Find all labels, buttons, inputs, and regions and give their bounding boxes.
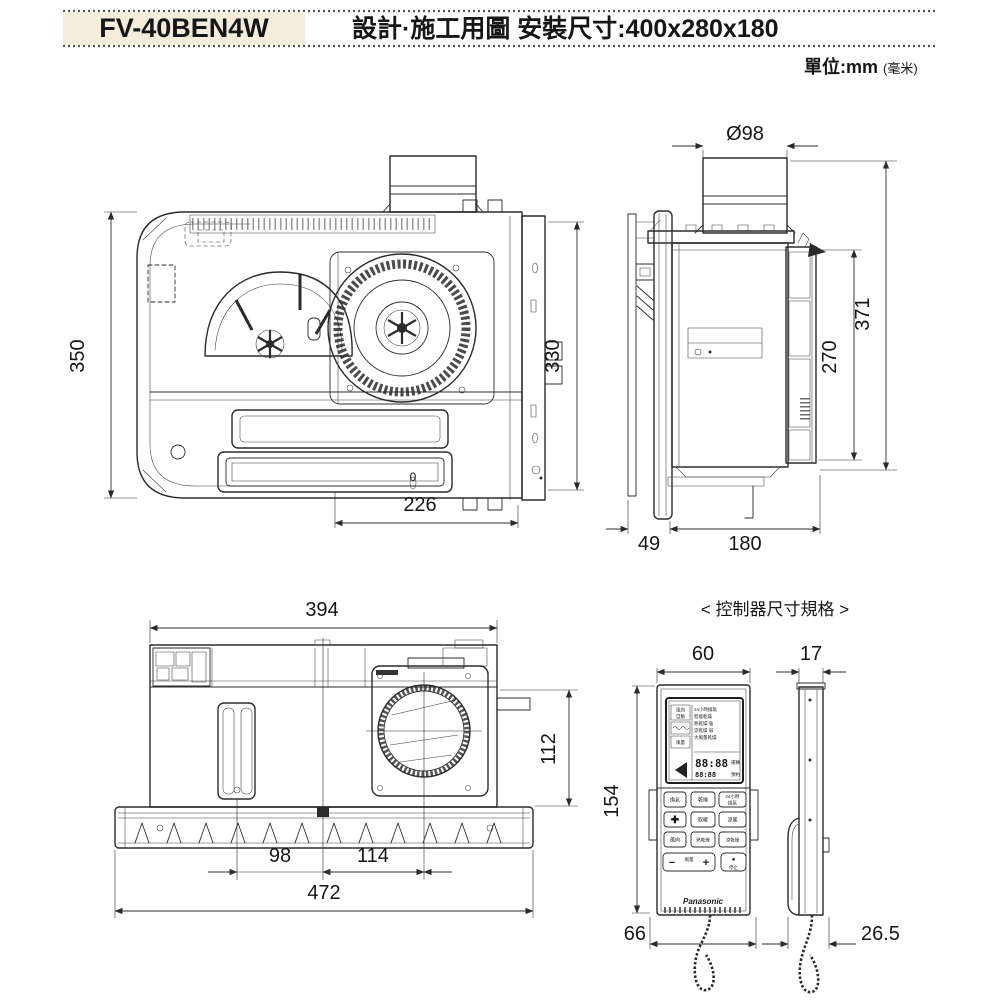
dim-label-66: 66: [624, 923, 646, 945]
louver-door: [785, 246, 817, 464]
dim-label-330: 330: [542, 339, 564, 372]
page-title: 設計·施工用圖 安裝尺寸:400x280x180: [352, 14, 779, 43]
lcd-row-4: 涼乾燥 弱: [694, 727, 714, 734]
button-24h-line2: 換氣: [728, 800, 737, 807]
dim-label-371: 371: [852, 297, 874, 330]
unit-body-side: [671, 242, 789, 468]
button-cool: 涼風: [727, 817, 737, 824]
controller-buttons: 換氣 乾燥 24小時 換氣 ✚ 取暖 涼風 風向 熱乾燥 涼乾燥 − 風量 + …: [662, 791, 747, 872]
dim-label-154: 154: [601, 784, 623, 817]
button-heat: 取暖: [698, 817, 708, 824]
button-hot-dry: 熱乾燥: [696, 837, 710, 844]
unit-body-front: [149, 644, 498, 808]
lcd-display: [665, 697, 744, 784]
dim-label-472: 472: [307, 882, 340, 904]
dim-label-114: 114: [357, 845, 389, 867]
button-stop: 停止: [729, 864, 738, 871]
left-fan-scroll: [204, 271, 353, 357]
lcd-speaker-icon: [675, 762, 687, 778]
wall-plate: [627, 213, 637, 497]
button-cool-dry: 涼乾燥: [726, 837, 740, 844]
brand-logo: Panasonic: [683, 897, 724, 906]
button-24h-line1: 24小時: [725, 793, 740, 800]
controller-front-body: [656, 684, 751, 916]
model-number: FV-40BEN4W: [99, 13, 269, 43]
lcd-mode-label: 風向: [676, 707, 685, 714]
unit-note: (毫米): [883, 61, 918, 76]
lcd-clock: 88:88: [695, 757, 728, 770]
pull-chain: [693, 914, 715, 992]
pull-chain-side: [798, 914, 820, 994]
right-fan-housing: [329, 251, 495, 405]
unit-label: 單位:mm: [804, 56, 878, 77]
dim-label-49: 49: [638, 533, 660, 555]
lcd-tag-run: 運轉: [731, 759, 740, 766]
front-view-drawing: 394 112 98 114 472: [114, 599, 578, 918]
header: FV-40BEN4W 設計·施工用圖 安裝尺寸:400x280x180 單位:m…: [63, 9, 938, 77]
dim-label-226: 226: [403, 494, 436, 516]
unit-body-outline: [136, 211, 523, 499]
controller-section-title: < 控制器尺寸規格 >: [701, 600, 849, 619]
button-dry: 乾燥: [698, 797, 708, 804]
duct-side: [702, 157, 788, 234]
button-mode-pad: ✚: [671, 815, 680, 826]
controller-drawing: < 控制器尺寸規格 > 60 17 154 風向 自動 風量 24小時換氣 智能…: [601, 600, 900, 994]
right-fan-wheel: [327, 253, 477, 403]
lcd-tag-reserve: 預約: [731, 771, 740, 778]
button-fan-label: 風量: [685, 856, 694, 863]
lcd-auto-label: 自動: [676, 713, 685, 720]
button-plus: +: [703, 857, 709, 869]
button-direction: 風向: [670, 837, 680, 844]
dim-label-0: 0: [410, 470, 417, 484]
lcd-row-1: 24小時換氣: [694, 706, 718, 713]
mount-rail: [217, 702, 256, 800]
lcd-row-5: 大風量乾燥: [694, 734, 717, 741]
side-view-drawing: 371 270 Ø98 49 180: [606, 123, 897, 555]
dim-label-17: 17: [800, 643, 822, 665]
lcd-clock-small: 88:88: [695, 771, 716, 779]
dim-label-394: 394: [305, 599, 338, 621]
top-view-drawing: 350 330 0 226: [67, 155, 584, 528]
dim-label-60: 60: [692, 643, 714, 665]
dim-label-112: 112: [538, 733, 560, 765]
lcd-fan-label: 風量: [676, 739, 685, 746]
lcd-row-3: 熱乾燥 強: [694, 720, 714, 727]
model-band: [63, 12, 305, 45]
controller-side-body: [798, 686, 824, 916]
outlet-slot-upper: [231, 409, 449, 449]
button-vent: 換氣: [670, 797, 680, 804]
dim-label-98: 98: [269, 845, 291, 867]
button-minus: −: [669, 857, 675, 869]
dim-label-26-5: 26.5: [861, 923, 900, 945]
dim-label-350: 350: [67, 339, 89, 372]
mount-column: [653, 210, 673, 520]
dim-label-180: 180: [728, 533, 761, 555]
dim-label-270: 270: [819, 340, 841, 373]
dim-label-diameter-98: Ø98: [726, 123, 764, 145]
button-stop-dot: ●: [732, 857, 736, 863]
lcd-row-2: 智能乾燥: [694, 713, 712, 720]
